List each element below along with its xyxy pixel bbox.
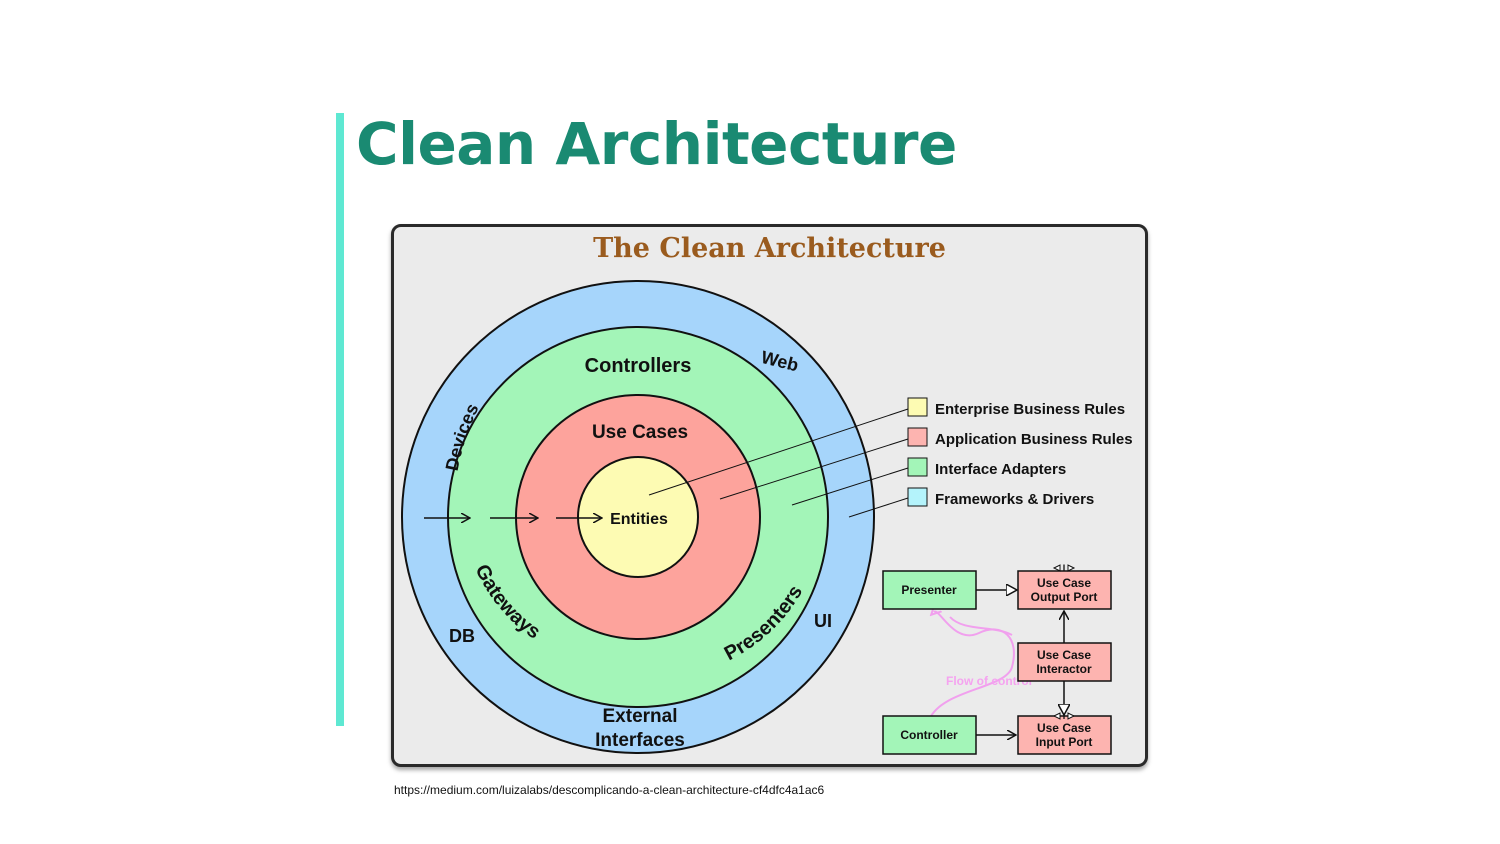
output-port-interface-marker: I (1052, 563, 1076, 573)
interactor-label-1: Use Case (1037, 648, 1091, 662)
ring-label-external-1: External (603, 706, 678, 727)
ring-entities (577, 456, 699, 578)
ring-label-entities: Entities (610, 511, 668, 528)
diagram-title: The Clean Architecture (593, 233, 946, 264)
legend-swatch-frameworks (907, 487, 928, 507)
clean-architecture-diagram: The Clean Architecture Devices Web DB (391, 224, 1148, 767)
diagram-canvas: Devices Web DB UI External Interfaces Co… (401, 280, 1133, 755)
input-port-label-2: Input Port (1036, 735, 1093, 749)
ring-label-use-cases: Use Cases (592, 422, 688, 443)
legend-leader-3 (791, 467, 909, 506)
input-port-box (1017, 715, 1112, 755)
svg-text:I: I (1063, 711, 1066, 721)
presenter-box (882, 570, 977, 610)
accent-bar (336, 113, 344, 726)
flow-boxes: Presenter Controller Use Case Output Por… (882, 563, 1112, 755)
controller-label: Controller (900, 728, 958, 742)
legend-swatch-enterprise (907, 397, 928, 417)
source-link[interactable]: https://medium.com/luizalabs/descomplica… (394, 783, 825, 797)
ring-label-external-2: Interfaces (595, 730, 685, 751)
legend: Enterprise Business Rules Application Bu… (907, 397, 1133, 508)
input-port-label-1: Use Case (1037, 721, 1091, 735)
output-port-label-1: Use Case (1037, 576, 1091, 590)
legend-label-adapters: Interface Adapters (935, 461, 1066, 478)
output-port-box (1017, 570, 1112, 610)
ring-label-ui: UI (814, 611, 832, 631)
ring-label-controllers: Controllers (585, 355, 692, 377)
controller-box (882, 715, 977, 755)
svg-text:I: I (1063, 563, 1066, 573)
legend-leader-2 (719, 438, 909, 500)
interactor-label-2: Interactor (1036, 662, 1092, 676)
legend-swatch-application (907, 427, 928, 447)
slide-title: Clean Architecture (356, 110, 957, 178)
flow-of-control-label: Flow of control (946, 674, 1032, 688)
legend-leader-1 (648, 408, 909, 496)
legend-label-frameworks: Frameworks & Drivers (935, 491, 1094, 508)
flow-of-control-curve-top (949, 616, 1013, 636)
flow-of-control-curve (928, 612, 1015, 721)
legend-swatch-adapters (907, 457, 928, 477)
ring-label-db: DB (449, 626, 475, 646)
legend-label-application: Application Business Rules (935, 431, 1133, 448)
output-port-label-2: Output Port (1031, 590, 1098, 604)
presenter-label: Presenter (901, 583, 957, 597)
legend-leader-4 (848, 497, 909, 518)
legend-label-enterprise: Enterprise Business Rules (935, 401, 1125, 418)
